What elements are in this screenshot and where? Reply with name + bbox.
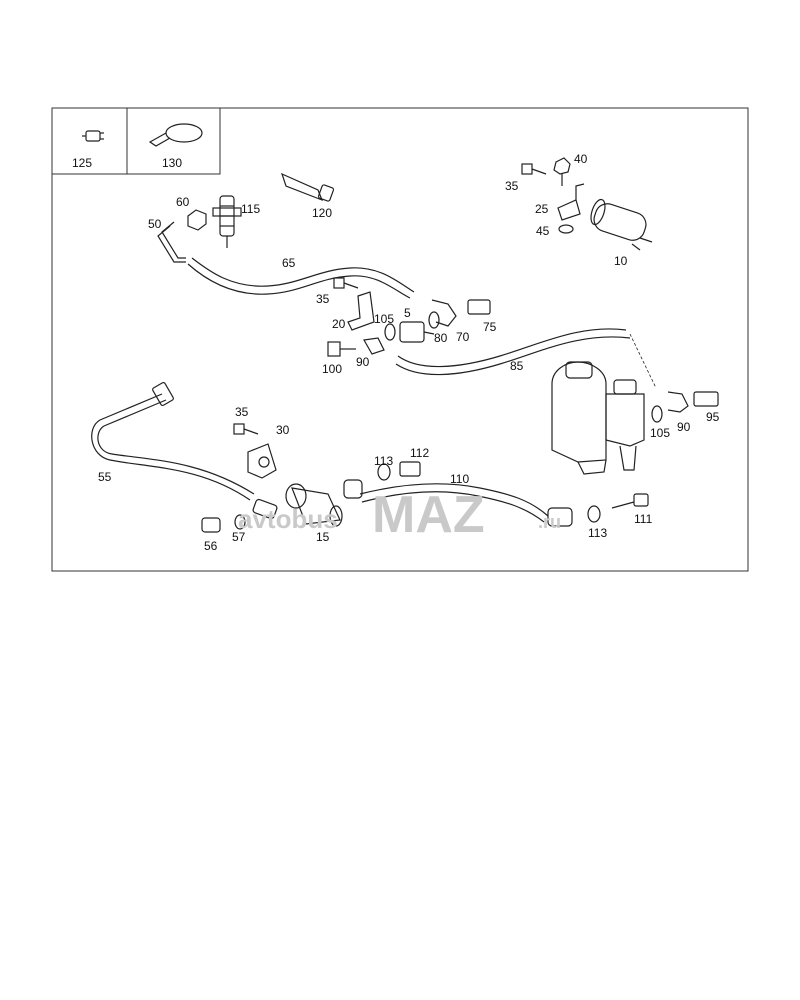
part-75-bolt bbox=[467, 299, 491, 315]
part-55-line bbox=[91, 393, 255, 501]
label-45: 45 bbox=[536, 224, 550, 238]
part-125-plug bbox=[82, 130, 104, 142]
label-125: 125 bbox=[72, 156, 92, 170]
label-25: 25 bbox=[535, 202, 549, 216]
part-110-line bbox=[359, 483, 549, 523]
part-110-fitting-right bbox=[547, 507, 573, 527]
label-112: 112 bbox=[410, 446, 429, 460]
label-30: 30 bbox=[276, 423, 290, 437]
watermark-part1: avtobus bbox=[238, 504, 338, 534]
part-45-nut bbox=[558, 224, 574, 234]
part-5-valve bbox=[399, 321, 435, 343]
label-55: 55 bbox=[98, 470, 112, 484]
label-113-left: 113 bbox=[374, 454, 393, 468]
label-65: 65 bbox=[282, 256, 296, 270]
part-10-pump bbox=[590, 198, 653, 251]
label-20: 20 bbox=[332, 317, 346, 331]
part-120-grease-tube bbox=[281, 172, 335, 202]
label-50: 50 bbox=[148, 217, 162, 231]
part-20-bracket bbox=[347, 291, 375, 331]
label-56: 56 bbox=[204, 539, 218, 553]
part-57-washer bbox=[234, 514, 246, 530]
part-40-screw bbox=[553, 157, 571, 186]
label-111: 111 bbox=[634, 512, 653, 526]
part-113-washer-left bbox=[377, 463, 391, 481]
part-111-valve bbox=[611, 493, 649, 509]
part-35-screw-top bbox=[521, 163, 547, 175]
part-15-pump bbox=[285, 483, 343, 527]
part-95-bolt bbox=[693, 391, 719, 407]
label-90-left: 90 bbox=[356, 355, 370, 369]
part-112-bolt bbox=[399, 461, 421, 477]
label-10: 10 bbox=[614, 254, 628, 268]
part-35-screw-middle bbox=[333, 277, 359, 289]
part-130-cable-tie bbox=[148, 123, 203, 147]
part-30-bracket bbox=[247, 443, 277, 479]
label-90-right: 90 bbox=[677, 420, 691, 434]
label-40: 40 bbox=[574, 152, 588, 166]
pump-assembly bbox=[551, 361, 645, 475]
label-105-right: 105 bbox=[650, 426, 670, 440]
part-56-fitting bbox=[201, 517, 221, 533]
label-75: 75 bbox=[483, 320, 497, 334]
label-15: 15 bbox=[316, 530, 330, 544]
label-115: 115 bbox=[241, 202, 260, 216]
part-60-nut bbox=[187, 209, 207, 231]
part-35-screw-lower bbox=[233, 423, 259, 435]
part-25-bracket bbox=[557, 183, 585, 221]
part-90-fitting-right bbox=[667, 391, 689, 413]
watermark-part3: .ru bbox=[538, 512, 561, 532]
label-35-lower: 35 bbox=[235, 405, 249, 419]
part-55-fitting bbox=[152, 381, 174, 407]
part-85-hose bbox=[395, 328, 631, 376]
label-5: 5 bbox=[404, 306, 411, 320]
part-55-end-fitting bbox=[252, 498, 278, 520]
label-35-middle: 35 bbox=[316, 292, 330, 306]
part-80-washer bbox=[428, 311, 440, 329]
part-90-fitting-left bbox=[363, 337, 385, 355]
part-105-washer-right bbox=[651, 405, 663, 423]
label-60: 60 bbox=[176, 195, 190, 209]
diagram-frame bbox=[51, 107, 749, 572]
label-80: 80 bbox=[434, 331, 448, 345]
label-95: 95 bbox=[706, 410, 720, 424]
label-113-right: 113 bbox=[588, 526, 607, 540]
part-110-fitting-left bbox=[343, 479, 363, 499]
label-100: 100 bbox=[322, 362, 342, 376]
label-70: 70 bbox=[456, 330, 470, 344]
part-70-fitting bbox=[431, 299, 457, 327]
inset-box-130 bbox=[126, 107, 221, 175]
part-50-line bbox=[157, 221, 186, 263]
label-105-left: 105 bbox=[374, 312, 394, 326]
part-115-valve bbox=[212, 195, 242, 248]
part-100-bolt bbox=[327, 341, 356, 357]
watermark-part2: MAZ bbox=[372, 486, 485, 544]
label-35-top: 35 bbox=[505, 179, 519, 193]
label-130: 130 bbox=[162, 156, 182, 170]
label-85: 85 bbox=[510, 359, 524, 373]
label-110: 110 bbox=[450, 472, 469, 486]
part-105-washer bbox=[384, 323, 396, 341]
part-65-hose bbox=[187, 257, 415, 299]
label-57: 57 bbox=[232, 530, 246, 544]
label-120: 120 bbox=[312, 206, 332, 220]
watermark: avtobus MAZ .ru bbox=[238, 486, 561, 544]
part-113-washer-right bbox=[587, 505, 601, 523]
